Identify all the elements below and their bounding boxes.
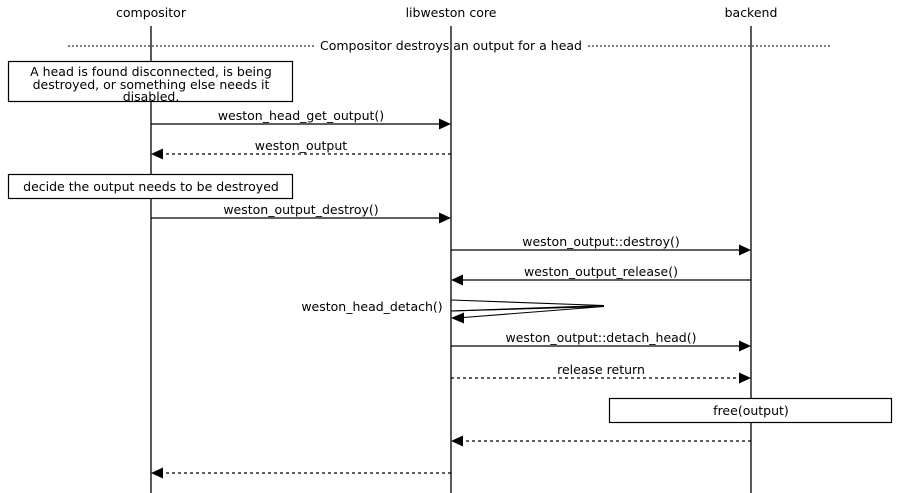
note-head-disconnected-box [7,60,294,103]
lifeline-label-compositor: compositor [116,5,187,20]
note-head-disconnected-line-1: A head is found disconnected, is being [30,64,272,79]
message-label-weston-head-detach: weston_head_detach() [301,299,442,314]
message-line-weston-head-detach-lower [450,305,605,319]
message-line-weston-head-detach-upper [450,299,605,312]
note-decide-destroy-box [7,173,294,200]
arrowhead-left-icon [451,435,463,447]
note-free-output-line-1: free(output) [713,403,789,418]
arrowhead-right-icon [739,244,751,256]
arrowhead-right-icon [439,212,451,224]
message-label-weston-output-release: weston_output_release() [524,264,678,279]
note-decide-destroy-line-1: decide the output needs to be destroyed [23,179,279,194]
divider-title: Compositor destroys an output for a head [320,38,582,53]
message-label-release-return: release return [557,362,645,377]
arrowhead-right-icon [739,372,751,384]
note-head-disconnected-line-3: disabled. [123,89,180,104]
arrowhead-right-icon [739,340,751,352]
arrowhead-right-icon [439,118,451,130]
message-label-weston-output-destroy: weston_output_destroy() [223,202,378,217]
message-label-weston-output-detach-head: weston_output::detach_head() [506,330,697,345]
note-head-disconnected-line-2: destroyed, or something else needs it [33,77,270,92]
message-label-weston-head-get-output: weston_head_get_output() [218,108,384,123]
message-label-weston-output-destroy-vfunc: weston_output::destroy() [522,234,680,249]
arrowhead-left-icon [151,467,163,479]
lifeline-label-libweston-core: libweston core [406,5,497,20]
arrowhead-left-icon [451,274,463,286]
message-label-weston-output: weston_output [255,138,347,153]
arrowhead-left-icon [151,148,163,160]
arrowhead-left-icon [451,312,464,324]
lifeline-label-backend: backend [725,5,778,20]
note-free-output-box [608,397,893,424]
